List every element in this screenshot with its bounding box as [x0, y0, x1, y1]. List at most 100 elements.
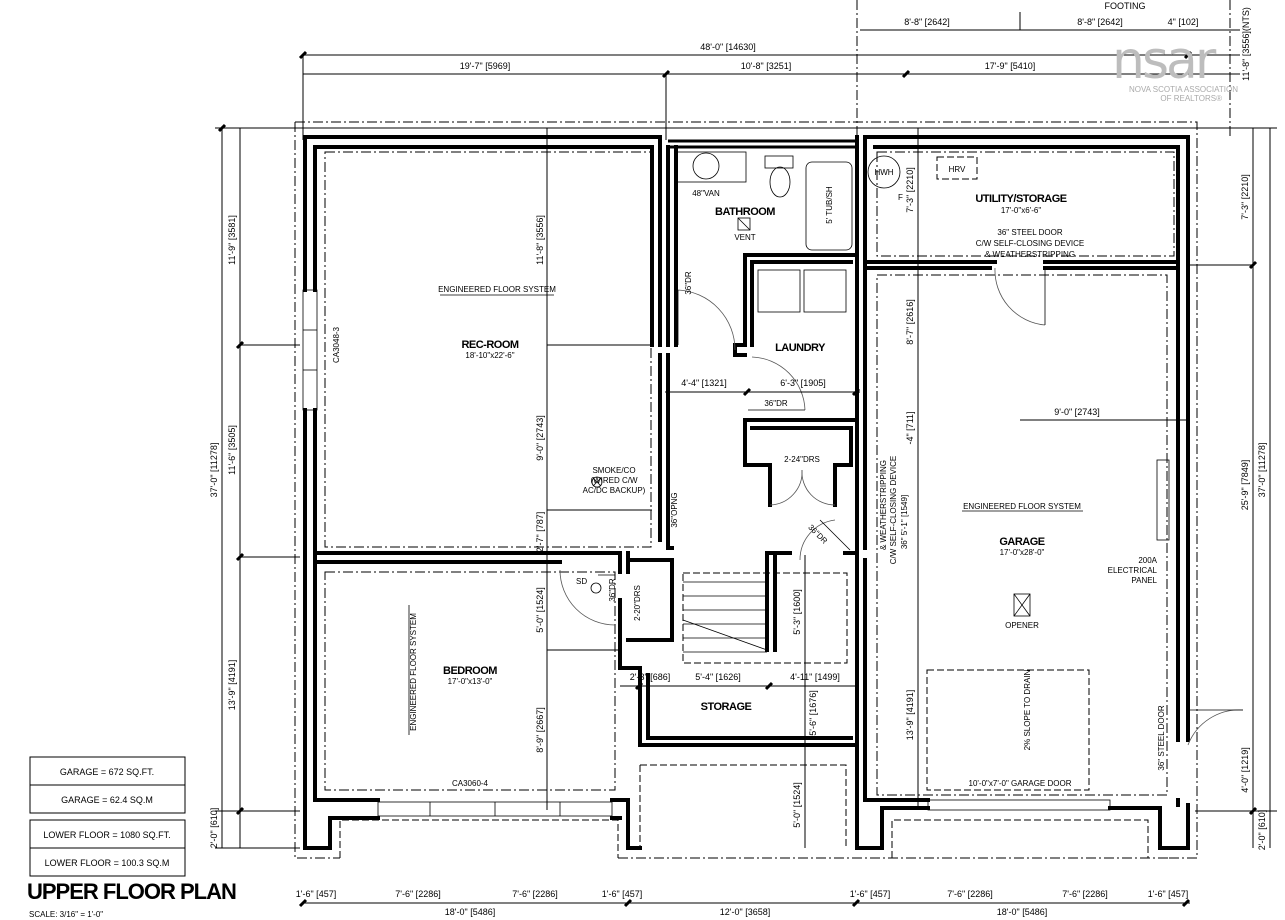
svg-text:4'-11" [1499]: 4'-11" [1499]: [790, 672, 840, 682]
interior-walls: [313, 145, 1180, 747]
svg-text:CA3060-4: CA3060-4: [452, 779, 489, 788]
svg-text:7'-3" [2210]: 7'-3" [2210]: [905, 167, 915, 212]
svg-text:25'-9" [7849]: 25'-9" [7849]: [1240, 460, 1250, 510]
svg-text:UPPER FLOOR PLAN: UPPER FLOOR PLAN: [27, 879, 236, 904]
svg-text:17'-0"x6'-6": 17'-0"x6'-6": [1001, 206, 1041, 215]
bedroom: BEDROOM 17'-0"x13'-0" ENGINEERED FLOOR S…: [408, 577, 642, 788]
svg-text:ENGINEERED FLOOR SYSTEM: ENGINEERED FLOOR SYSTEM: [409, 613, 418, 731]
toilet-icon: [769, 166, 791, 198]
svg-text:& WEATHERSTRIPPING: & WEATHERSTRIPPING: [985, 250, 1075, 259]
svg-text:2'-0" [610]: 2'-0" [610]: [209, 808, 219, 848]
garage-door: [927, 799, 1111, 811]
svg-text:36"DR: 36"DR: [608, 578, 617, 602]
svg-text:11'-9" [3581]: 11'-9" [3581]: [227, 215, 237, 265]
svg-text:1'-6" [457]: 1'-6" [457]: [602, 889, 642, 899]
svg-text:5'-4" [1626]: 5'-4" [1626]: [695, 672, 740, 682]
svg-text:4'-4" [1321]: 4'-4" [1321]: [681, 378, 726, 388]
sd-icon: [590, 582, 602, 594]
windows: [302, 289, 1111, 817]
svg-text:C/W SELF-CLOSING DEVICE: C/W SELF-CLOSING DEVICE: [976, 239, 1084, 248]
svg-text:1'-6" [457]: 1'-6" [457]: [850, 889, 890, 899]
rec-room: ENGINEERED FLOOR SYSTEM REC-ROOM 18'-10"…: [332, 215, 679, 552]
svg-text:BATHROOM: BATHROOM: [715, 206, 775, 218]
svg-text:SCALE: 3/16" = 1'-0": SCALE: 3/16" = 1'-0": [29, 910, 103, 919]
bottom-dimensions: 1'-6" [457] 7'-6" [2286] 7'-6" [2286] 1'…: [296, 889, 1188, 917]
svg-text:18'-0" [5486]: 18'-0" [5486]: [997, 907, 1047, 917]
svg-text:17'-9" [5410]: 17'-9" [5410]: [985, 61, 1035, 71]
hwh-circle: [867, 155, 901, 189]
svg-text:5'-3" [1600]: 5'-3" [1600]: [792, 589, 802, 634]
svg-text:2'-7" [787]: 2'-7" [787]: [535, 512, 545, 552]
svg-text:12'-0" [3658]: 12'-0" [3658]: [720, 907, 770, 917]
svg-text:17'-0"x13'-0": 17'-0"x13'-0": [448, 677, 493, 686]
svg-text:9'-0" [2743]: 9'-0" [2743]: [1054, 407, 1099, 417]
svg-text:36" 5'-1" [1549]: 36" 5'-1" [1549]: [900, 495, 909, 549]
svg-text:C/W SELF-CLOSING DEVICE: C/W SELF-CLOSING DEVICE: [889, 456, 898, 564]
svg-text:LOWER FLOOR = 1080 SQ.FT.: LOWER FLOOR = 1080 SQ.FT.: [43, 830, 170, 840]
nsar-logo: nsar NOVA SCOTIA ASSOCIATION OF REALTORS…: [1112, 31, 1238, 103]
svg-text:GARAGE: GARAGE: [999, 536, 1044, 548]
svg-text:2'-0" [610]: 2'-0" [610]: [1257, 810, 1267, 850]
svg-text:1'-6" [457]: 1'-6" [457]: [1148, 889, 1188, 899]
svg-text:8'-7" [2616]: 8'-7" [2616]: [905, 299, 915, 344]
svg-text:5'-6" [1676]: 5'-6" [1676]: [808, 690, 818, 735]
svg-text:48'-0" [14630]: 48'-0" [14630]: [700, 42, 755, 52]
svg-text:REC-ROOM: REC-ROOM: [461, 339, 518, 351]
svg-text:18'-10"x22'-6": 18'-10"x22'-6": [465, 351, 514, 360]
svg-text:BEDROOM: BEDROOM: [443, 665, 497, 677]
dryer: [803, 269, 847, 313]
exterior-walls: [303, 135, 1190, 850]
area-legend: GARAGE = 672 SQ.FT. GARAGE = 62.4 SQ.M L…: [29, 756, 186, 877]
svg-text:PANEL: PANEL: [1131, 576, 1157, 585]
hrv-box: [936, 156, 978, 180]
foundation-outline: [294, 0, 1231, 859]
svg-text:5'-0" [1524]: 5'-0" [1524]: [535, 587, 545, 632]
svg-text:HRV: HRV: [949, 165, 966, 174]
svg-text:1'-6" [457]: 1'-6" [457]: [296, 889, 336, 899]
laundry: LAUNDRY 4'-4" [1321] 6'-3" [1905] 36"DR …: [681, 342, 829, 546]
svg-text:7'-3" [2210]: 7'-3" [2210]: [1240, 174, 1250, 219]
svg-text:8'-8" [2642]: 8'-8" [2642]: [904, 17, 949, 27]
svg-text:13'-9" [4191]: 13'-9" [4191]: [905, 690, 915, 740]
svg-text:GARAGE = 62.4 SQ.M: GARAGE = 62.4 SQ.M: [61, 795, 153, 805]
svg-text:ENGINEERED FLOOR SYSTEM: ENGINEERED FLOOR SYSTEM: [963, 502, 1081, 511]
svg-text:4'-0" [1219]: 4'-0" [1219]: [1240, 747, 1250, 792]
storage: 5'-3" [1600] 2'-3" [686] 5'-4" [1626] 4'…: [630, 589, 840, 827]
fixtures: [324, 151, 1175, 796]
svg-text:7'-6" [2286]: 7'-6" [2286]: [395, 889, 440, 899]
svg-text:5' TUB/SH: 5' TUB/SH: [825, 186, 834, 224]
svg-text:11'-6" [3505]: 11'-6" [3505]: [227, 425, 237, 475]
svg-text:& WEATHERSTRIPPING: & WEATHERSTRIPPING: [879, 460, 888, 550]
svg-text:SD: SD: [576, 577, 587, 586]
svg-text:36" STEEL DOOR: 36" STEEL DOOR: [1157, 705, 1166, 770]
svg-text:AC/DC BACKUP): AC/DC BACKUP): [583, 486, 646, 495]
utility-storage: HWH HRV F 7'-3" [2210] UTILITY/STORAGE 1…: [874, 165, 1084, 259]
svg-text:(WIRED C/W: (WIRED C/W: [590, 476, 638, 485]
svg-text:36"DR: 36"DR: [684, 271, 693, 295]
garage: 8'-7" [2616] 9'-0" [2743] -4" [711] & WE…: [879, 299, 1166, 788]
smoke-detector-icon: [591, 476, 603, 488]
svg-text:37'-0" [11278]: 37'-0" [11278]: [1257, 443, 1267, 498]
parking-pad: [926, 669, 1090, 791]
svg-text:36" STEEL DOOR: 36" STEEL DOOR: [997, 228, 1062, 237]
svg-text:LAUNDRY: LAUNDRY: [775, 342, 826, 354]
plan-title: UPPER FLOOR PLAN SCALE: 3/16" = 1'-0": [27, 879, 237, 919]
svg-text:8'-8" [2642]: 8'-8" [2642]: [1077, 17, 1122, 27]
svg-text:10'-8" [3251]: 10'-8" [3251]: [741, 61, 791, 71]
svg-text:2% SLOPE TO DRAIN: 2% SLOPE TO DRAIN: [1023, 669, 1032, 750]
svg-text:200A: 200A: [1138, 556, 1157, 565]
side-dimensions: 11'-9" [3581] 11'-6" [3505] 37'-0" [1127…: [209, 174, 1267, 850]
opener-icon: [1013, 593, 1031, 617]
svg-text:7'-6" [2286]: 7'-6" [2286]: [947, 889, 992, 899]
svg-text:FOOTING: FOOTING: [1105, 1, 1146, 11]
svg-text:36"DR: 36"DR: [764, 399, 788, 408]
svg-text:2'-3" [686]: 2'-3" [686]: [630, 672, 670, 682]
svg-text:UTILITY/STORAGE: UTILITY/STORAGE: [975, 193, 1066, 205]
vanity: [675, 151, 747, 183]
svg-text:6'-3" [1905]: 6'-3" [1905]: [780, 378, 825, 388]
vent-icon: [737, 217, 751, 231]
svg-text:11'-8" [3556](NTS): 11'-8" [3556](NTS): [1241, 7, 1251, 81]
svg-text:36"OPNG: 36"OPNG: [670, 492, 679, 527]
svg-text:nsar: nsar: [1112, 31, 1217, 91]
